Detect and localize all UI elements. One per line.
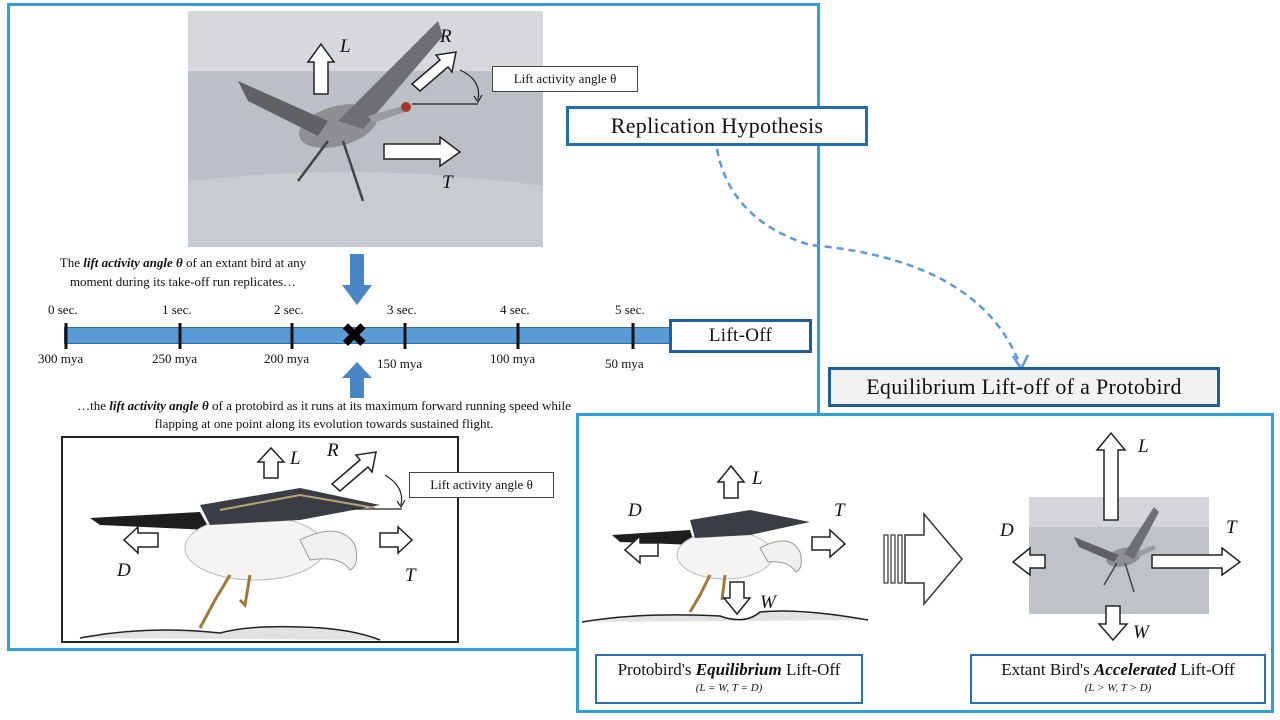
timeline-marker: ✖ (340, 316, 369, 356)
timeline-mya-label: 50 mya (605, 356, 644, 371)
timeline-mya-label: 150 mya (377, 356, 423, 371)
timeline-mya-label: 300 mya (38, 351, 84, 366)
force-label-T2: T (405, 565, 416, 586)
equilibrium-liftoff-title: Equilibrium Lift-off of a Protobird (828, 367, 1220, 407)
timeline-seconds-label: 5 sec. (615, 302, 645, 317)
force-arrow-icon (1151, 546, 1242, 577)
caption-protobird-equilibrium: Protobird's Equilibrium Lift-Off (L = W,… (595, 654, 863, 704)
caption-extant-accelerated: Extant Bird's Accelerated Lift-Off (L > … (970, 654, 1266, 704)
force-arrow-icon (122, 525, 159, 555)
caption-left-formula: (L = W, T = D) (695, 682, 763, 694)
timeline-mya-label: 200 mya (264, 351, 310, 366)
right-force-W1: W (760, 592, 776, 613)
right-force-T2: T (1226, 517, 1237, 538)
force-arrow-icon (379, 525, 414, 555)
force-label-L: L (340, 36, 351, 57)
force-arrow-icon (330, 451, 377, 492)
timeline-seconds-label: 3 sec. (387, 302, 417, 317)
force-arrow-icon (623, 534, 659, 565)
force-arrow-icon (722, 581, 752, 616)
lift-angle-box-top: Lift activity angle θ (492, 66, 638, 92)
right-force-D2: D (1000, 520, 1014, 541)
text-above-line1: The lift activity angle θ of an extant b… (59, 255, 307, 270)
force-arrow-icon (383, 135, 462, 168)
right-force-L2: L (1138, 436, 1149, 457)
caption-right-formula: (L > W, T > D) (1084, 682, 1152, 694)
timeline-seconds-label: 4 sec. (500, 302, 530, 317)
right-force-L1: L (752, 468, 763, 489)
force-arrow-icon (811, 528, 847, 559)
up-arrow-icon (342, 362, 372, 398)
force-arrow-icon (716, 464, 746, 499)
timeline-mya-label: 250 mya (152, 351, 198, 366)
timeline-seconds-label: 1 sec. (162, 302, 192, 317)
angle-arc-icon (459, 69, 480, 101)
force-arrow-icon (1011, 546, 1046, 577)
right-force-T1: T (834, 500, 845, 521)
force-arrow-icon (1095, 431, 1127, 521)
angle-arc-icon (384, 474, 403, 506)
timeline-seconds-label: 0 sec. (48, 302, 78, 317)
lift-angle-box-bottom: Lift activity angle θ (409, 472, 554, 498)
force-label-D2: D (117, 560, 131, 581)
force-arrow-icon (256, 446, 286, 479)
force-label-R2: R (327, 440, 339, 461)
force-label-R: R (440, 26, 452, 47)
right-force-D1: D (628, 500, 642, 521)
right-force-W2: W (1133, 622, 1149, 643)
crane-illustration (188, 11, 543, 247)
text-below-line1: …the lift activity angle θ of a protobir… (77, 398, 571, 413)
force-arrow-icon (410, 51, 457, 92)
text-below-line2: flapping at one point along its evolutio… (154, 416, 494, 431)
timeline-seconds-label: 2 sec. (274, 302, 304, 317)
down-arrow-icon (342, 254, 372, 305)
force-arrow-icon (1097, 605, 1129, 642)
force-label-L2: L (290, 448, 301, 469)
text-above-line2: moment during its take-off run replicate… (69, 274, 297, 289)
lift-off-box: Lift-Off (669, 319, 812, 353)
force-arrow-icon (306, 42, 336, 95)
force-label-T: T (442, 172, 453, 193)
timeline-mya-label: 100 mya (490, 351, 536, 366)
replication-hypothesis-title: Replication Hypothesis (566, 106, 868, 146)
extant-bird-photo (188, 11, 543, 247)
